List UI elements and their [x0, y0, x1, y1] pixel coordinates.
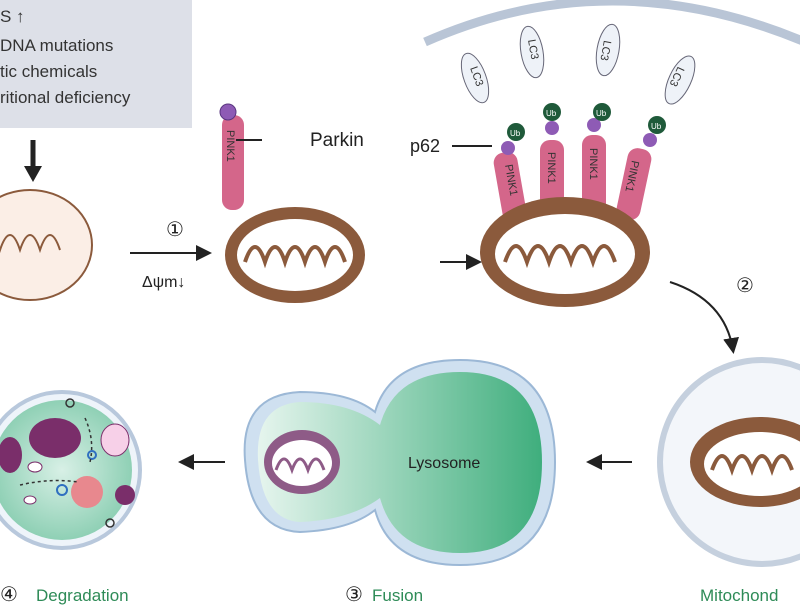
pink1-label: PINK1: [545, 152, 557, 184]
parkin-label: Parkin: [310, 130, 364, 151]
cause-ros: S ↑: [0, 7, 25, 26]
lysosome-label: Lysosome: [408, 455, 480, 472]
pink1-label: PINK1: [587, 148, 599, 180]
degradation-caption: Degradation: [36, 586, 129, 605]
lc3-label: LC3: [525, 38, 540, 60]
autophagosome: [657, 357, 800, 567]
degraded-autolysosome: [0, 390, 142, 550]
svg-text:Ub: Ub: [546, 109, 557, 118]
degradation-step-number: ④: [0, 584, 18, 605]
pink1-cluster: PINK1 PINK1 PINK1 PINK1: [493, 135, 652, 222]
cause-chemicals: tic chemicals: [0, 62, 97, 81]
svg-text:Ub: Ub: [596, 109, 607, 118]
arrow-step2-icon: [669, 281, 739, 354]
svg-text:Ub: Ub: [510, 129, 521, 138]
depolarized-mitochondrion: PINK1 Parkin: [219, 103, 365, 303]
pink1-label: PINK1: [502, 163, 519, 196]
p62-label: p62: [410, 136, 440, 156]
fusion-caption: Fusion: [372, 586, 423, 605]
parkin-icon: [219, 103, 237, 121]
step1-number: ①: [166, 219, 184, 241]
phagophore-membrane: [423, 0, 800, 47]
ub-lc3-complexes: Ub Ub Ub Ub LC3 LC3 LC3 LC3: [460, 23, 696, 155]
cause-nutrition: ritional deficiency: [0, 88, 131, 107]
svg-text:Ub: Ub: [651, 122, 662, 131]
membrane-potential-label: Δψm↓: [142, 274, 185, 291]
tagged-mitochondrion: PINK1 PINK1 PINK1 PINK1 p62 Ub Ub Ub Ub …: [410, 23, 696, 307]
fusion-step-number: ③: [345, 584, 363, 605]
autolysosome: Lysosome: [243, 358, 557, 567]
step2-number: ②: [736, 275, 754, 297]
causes-box: S ↑ DNA mutations tic chemicals ritional…: [0, 0, 192, 128]
healthy-mitochondrion: [0, 189, 93, 301]
pink1-label: PINK1: [224, 130, 236, 162]
cause-dna: DNA mutations: [0, 36, 113, 55]
lc3-label: LC3: [598, 39, 613, 61]
mitochondrion-caption: Mitochond: [700, 586, 778, 605]
